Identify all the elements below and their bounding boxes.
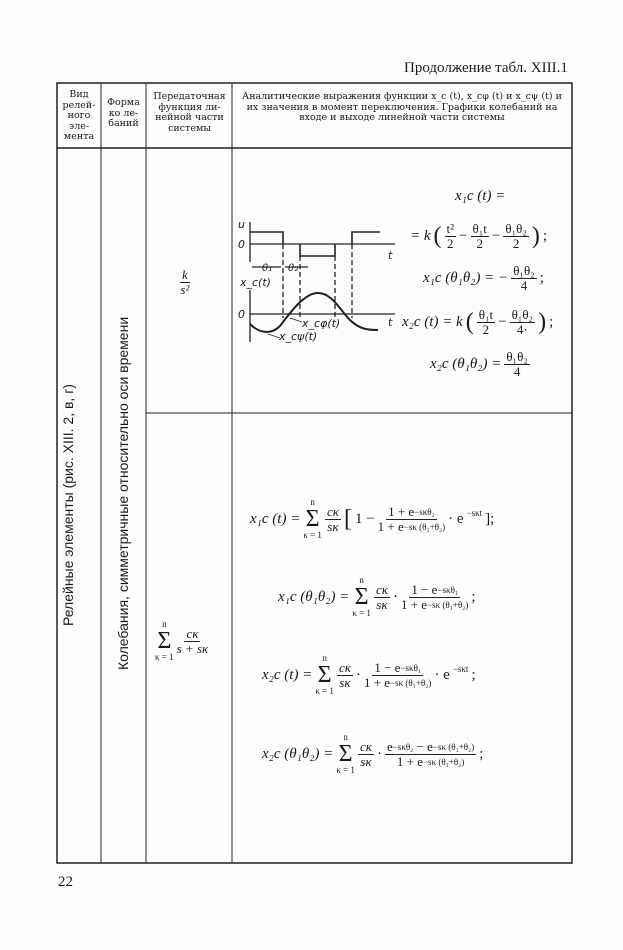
formula-x1c-t: x₁c (t) = [455,188,506,204]
pulse-positive [250,231,284,244]
graph-label-xc: x_c(t) [239,276,271,289]
header-transfer-function: Передаточная функция ли-нейной части сис… [153,91,226,134]
graph-label-zero-top: 0 [238,238,245,251]
graph-label-zero-bottom: 0 [238,308,245,321]
header-analytic-expressions: Аналитические выражения функции x_c (t),… [242,91,562,123]
graph-label-t-bottom: t [388,316,393,329]
graph-label-xcphi: x_cφ(t) [301,317,340,330]
graph-label-t-top: t [388,249,393,262]
relay-elements-label: Релейные элементы (рис. XIII. 2, в, г) [60,384,76,626]
pulse-positive-2 [351,231,380,244]
xc-curve [249,291,379,333]
graph-label-theta2: θ₂ [288,263,298,274]
oscillation-graph [249,222,395,342]
table-border [56,82,573,864]
pulse-negative [299,244,336,257]
header-oscillation-form: Форма ко ле-баний [107,97,140,129]
graph-label-u: u [238,218,245,231]
table-caption: Продолжение табл. XIII.1 [404,60,568,76]
page-number: 22 [58,874,73,890]
oscillation-form-label: Колебания, симметричные относительно оси… [115,316,131,670]
graph-label-theta1: θ₁ [262,263,272,274]
header-relay-type: Вид релей-ного эле-мента [62,89,96,142]
graph-label-xcpsi: x_cψ(t) [278,330,317,343]
switching-lines [282,244,353,318]
